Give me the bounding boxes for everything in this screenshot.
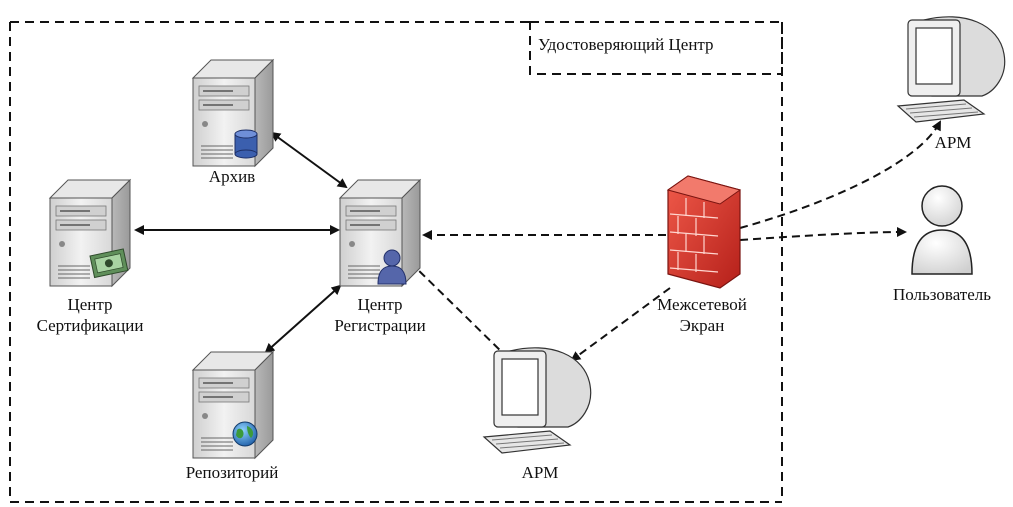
repository-label: Репозиторий [185, 463, 279, 482]
ra-node [339, 179, 421, 287]
server-icon [192, 351, 274, 459]
connections [134, 120, 941, 362]
ra-label: Центр Регистрации [334, 294, 425, 336]
ca-label: Центр Сертификации [37, 294, 144, 336]
edge-firewall-arm-outer [739, 120, 941, 229]
user-icon [377, 249, 407, 285]
user-icon [911, 185, 973, 275]
repository-node [192, 351, 274, 459]
user-node [911, 185, 973, 275]
firewall-icon [666, 175, 742, 289]
edge-firewall-user [739, 227, 907, 241]
computer-icon [897, 16, 1006, 123]
certificate-icon [89, 248, 129, 279]
server-icon [339, 179, 421, 287]
arm-outer-node [897, 16, 1006, 123]
ra-label-line1: Центр [357, 295, 403, 314]
archive-label: Архив [208, 167, 256, 186]
firewall-label-line2: Экран [679, 316, 725, 335]
edge-firewall-arm [570, 287, 671, 362]
edge-ra-repository [264, 284, 342, 354]
ca-label-line1: Центр [67, 295, 113, 314]
firewall-node [666, 175, 742, 289]
globe-icon [232, 421, 258, 447]
edge-archive-ra [270, 131, 348, 189]
arm-inner-label: АРМ [521, 463, 559, 482]
firewall-label-line1: Межсетевой [657, 295, 747, 314]
user-label: Пользователь [892, 285, 992, 304]
edge-ra-arm [408, 260, 512, 362]
server-icon [192, 59, 274, 167]
database-icon [234, 129, 258, 159]
arm-outer-label: АРМ [934, 133, 972, 152]
boundary-frame [9, 21, 783, 503]
ca-label-line2: Сертификации [36, 316, 144, 335]
ca-node [49, 179, 131, 287]
computer-icon [483, 347, 592, 454]
archive-node [192, 59, 274, 167]
boundary-title: Удостоверяющий Центр [538, 35, 714, 54]
firewall-label: Межсетевой Экран [657, 294, 747, 336]
ra-label-line2: Регистрации [334, 316, 426, 335]
arm-inner-node [483, 347, 592, 454]
